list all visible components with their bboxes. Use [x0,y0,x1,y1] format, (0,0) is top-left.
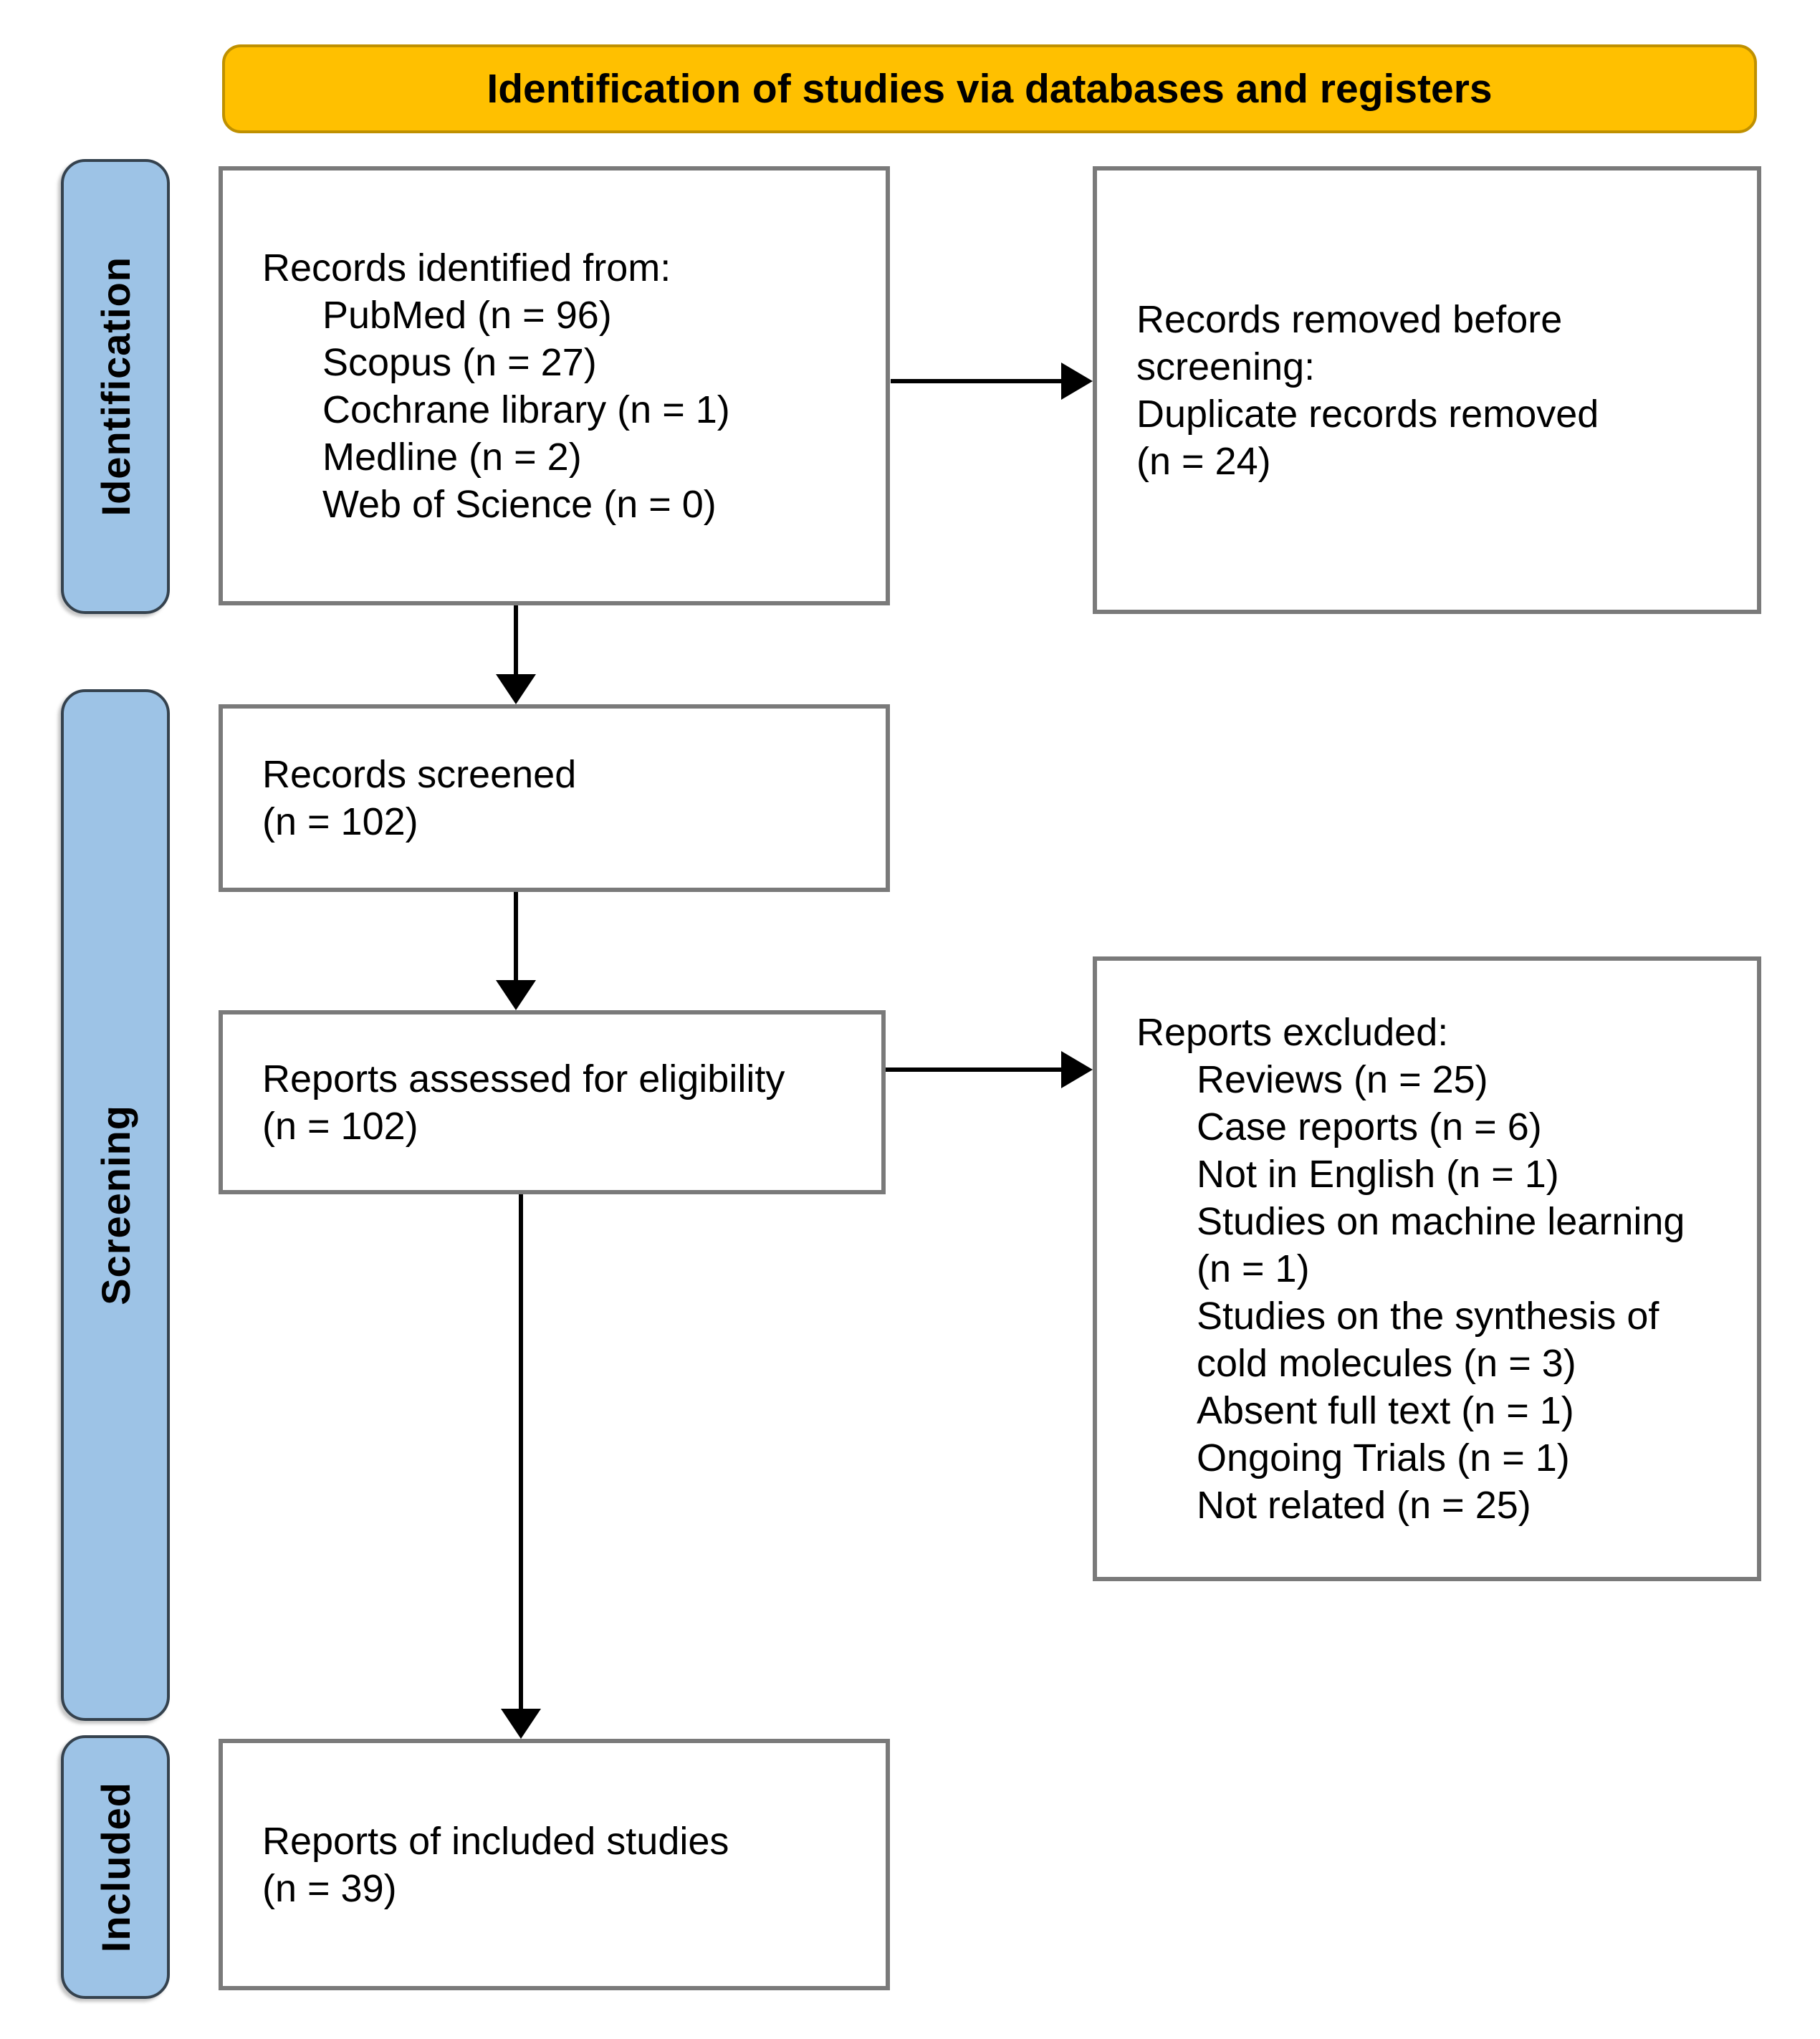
box-line: PubMed (n = 96) [322,293,612,337]
box-line: Absent full text (n = 1) [1197,1389,1574,1432]
stage-label-identification: Identification [61,159,170,614]
arrow-down-icon [501,1194,541,1739]
box-line: Reviews (n = 25) [1197,1058,1488,1101]
reports-excluded-box: Reports excluded: Reviews (n = 25) Case … [1093,956,1761,1581]
box-line: Records screened [262,753,577,796]
records-identified-box: Records identified from: PubMed (n = 96)… [219,166,890,605]
box-line: Reports excluded: [1136,1011,1449,1054]
box-line: Ongoing Trials (n = 1) [1197,1436,1570,1479]
box-line: screening: [1136,345,1316,388]
box-line: (n = 102) [262,800,418,843]
box-line: (n = 102) [262,1104,418,1148]
box-line: (n = 1) [1197,1247,1310,1290]
reports-assessed-box: Reports assessed for eligibility (n = 10… [219,1010,886,1194]
box-line: Cochrane library (n = 1) [322,388,730,431]
box-line: Scopus (n = 27) [322,340,597,384]
box-line: (n = 39) [262,1866,397,1910]
box-line: Records identified from: [262,246,671,289]
box-line: Medline (n = 2) [322,435,582,479]
arrow-down-icon [496,892,536,1010]
records-screened-box: Records screened (n = 102) [219,704,890,892]
stage-label-screening: Screening [61,689,170,1721]
box-line: Case reports (n = 6) [1197,1105,1542,1148]
arrow-right-icon [886,1051,1093,1088]
stage-label-included: Included [61,1735,170,1999]
box-line: (n = 24) [1136,439,1271,483]
box-line: cold molecules (n = 3) [1197,1342,1576,1385]
box-line: Records removed before [1136,297,1563,341]
stage-label-screening-text: Screening [92,1105,138,1305]
box-line: Duplicate records removed [1136,392,1599,436]
banner: Identification of studies via databases … [222,44,1757,133]
banner-title: Identification of studies via databases … [487,66,1493,112]
stage-label-identification-text: Identification [92,256,138,517]
records-removed-box: Records removed before screening: Duplic… [1093,166,1761,614]
box-line: Reports of included studies [262,1819,729,1863]
stage-label-included-text: Included [92,1781,138,1953]
box-line: Studies on the synthesis of [1197,1295,1659,1338]
box-line: Studies on machine learning [1197,1200,1685,1243]
box-line: Web of Science (n = 0) [322,482,717,526]
box-line: Reports assessed for eligibility [262,1057,785,1100]
arrow-right-icon [891,363,1093,400]
included-studies-box: Reports of included studies (n = 39) [219,1739,890,1990]
box-line: Not in English (n = 1) [1197,1153,1559,1196]
arrow-down-icon [496,605,536,704]
box-line: Not related (n = 25) [1197,1484,1531,1527]
